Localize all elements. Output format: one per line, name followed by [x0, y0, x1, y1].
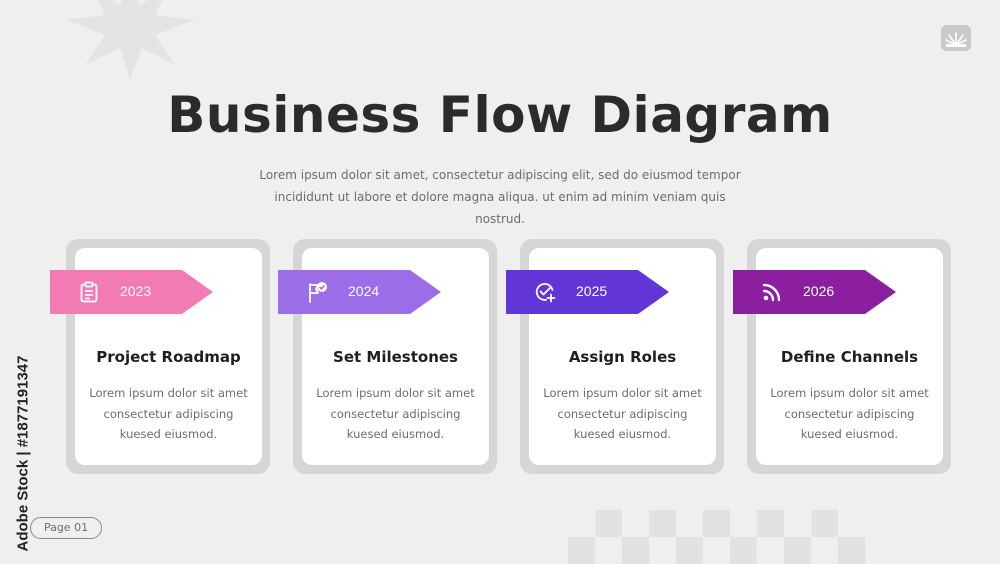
- step-year: 2026: [803, 283, 835, 299]
- year-ribbon-1: 2023: [50, 270, 213, 314]
- step-year: 2023: [120, 283, 152, 299]
- step-title: Set Milestones: [333, 348, 458, 366]
- starburst-decoration: [65, 0, 195, 80]
- step-title: Define Channels: [780, 348, 919, 366]
- step-year: 2024: [348, 283, 380, 299]
- check-plus-icon: [535, 283, 556, 303]
- page-subtitle: Lorem ipsum dolor sit amet, consectetur …: [259, 168, 741, 226]
- step-title: Assign Roles: [568, 348, 677, 366]
- year-ribbon-3: 2025: [506, 270, 669, 314]
- rss-icon: [762, 283, 781, 302]
- page-number-badge: Page 01: [30, 517, 102, 539]
- page-title: Business Flow Diagram: [167, 86, 833, 144]
- flag-check-icon: [309, 282, 327, 303]
- side-watermark: Adobe Stock | #1877191347: [14, 355, 32, 552]
- step-description: Lorem ipsum dolor sit amet consectetur a…: [316, 386, 475, 441]
- year-ribbon-2: 2024: [278, 270, 441, 314]
- step-card-body: Project Roadmap Lorem ipsum dolor sit am…: [75, 248, 262, 465]
- step-title: Project Roadmap: [96, 348, 241, 366]
- clipboard-icon: [80, 281, 98, 303]
- step-year: 2025: [576, 283, 608, 299]
- step-description: Lorem ipsum dolor sit amet consectetur a…: [543, 386, 702, 441]
- year-ribbon-4: 2026: [733, 270, 896, 314]
- logo-icon: [941, 25, 971, 51]
- step-description: Lorem ipsum dolor sit amet consectetur a…: [89, 386, 248, 441]
- step-description: Lorem ipsum dolor sit amet consectetur a…: [770, 386, 929, 441]
